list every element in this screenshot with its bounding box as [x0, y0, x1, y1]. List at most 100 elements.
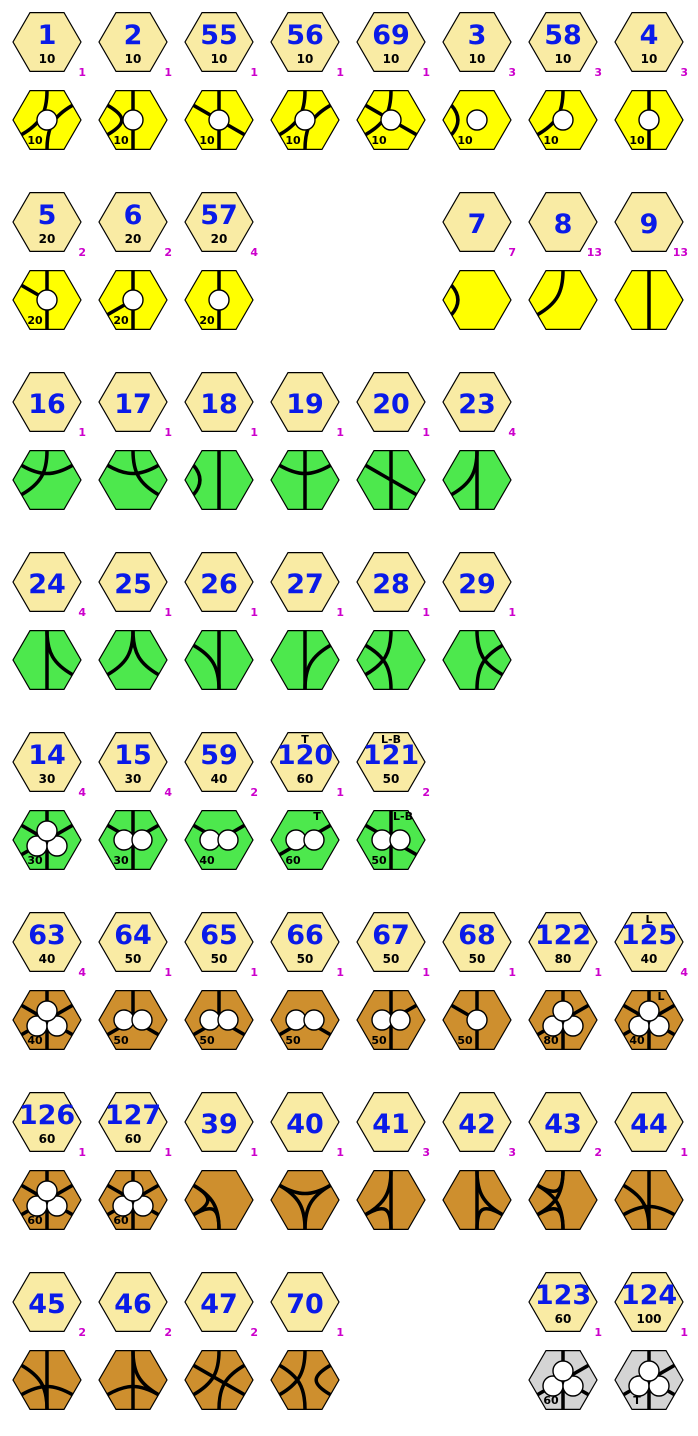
tile-card[interactable]: 423 — [442, 1091, 516, 1231]
tile-card[interactable]: 291 — [442, 551, 516, 691]
station-circle — [46, 1015, 68, 1037]
station-circle — [466, 1009, 488, 1031]
info-hex — [98, 192, 168, 252]
tile-card[interactable]: 441 — [614, 1091, 688, 1231]
tile-face-hex — [356, 629, 426, 691]
tile-card[interactable]: 281 — [356, 551, 430, 691]
station-circle — [552, 1360, 574, 1382]
tile-face-label: 10 — [371, 134, 387, 147]
tile-card[interactable]: 181 — [184, 372, 258, 510]
info-hex — [442, 372, 512, 432]
tile-card[interactable]: 462 — [98, 1271, 172, 1411]
tile-face-hex — [98, 450, 168, 510]
tile-face-hex — [270, 1169, 340, 1231]
info-hex — [98, 551, 168, 613]
tile-card[interactable]: 452 — [12, 1271, 86, 1411]
info-hex — [528, 911, 598, 973]
tile-count: 4 — [78, 966, 86, 979]
tile-card[interactable]: 701 — [270, 1271, 344, 1411]
tile-count: 2 — [78, 1326, 86, 1339]
tile-count: 2 — [78, 246, 86, 259]
tile-number: 8 — [554, 209, 573, 240]
top-label: L-B — [381, 733, 401, 746]
tile-card[interactable]: 401 — [270, 1091, 344, 1231]
tile-number: 121 — [363, 740, 419, 771]
track-segment — [192, 1363, 246, 1397]
tile-card[interactable]: 251 — [98, 551, 172, 691]
tile-card[interactable]: 472 — [184, 1271, 258, 1411]
tile-face-label: 50 — [457, 1034, 473, 1047]
track-segment — [475, 1206, 504, 1230]
station-circle — [638, 1000, 660, 1022]
tile-card[interactable]: 913 — [614, 192, 688, 330]
tile-number: 27 — [286, 569, 324, 600]
track-segment — [450, 104, 460, 136]
tile-card[interactable]: 161 — [12, 372, 86, 510]
tile-count: 1 — [336, 1326, 344, 1339]
station-circle — [208, 289, 230, 311]
tile-face-label: 30 — [113, 854, 129, 867]
info-hex — [356, 372, 426, 432]
station-circle — [217, 829, 239, 851]
tile-value: 10 — [211, 52, 228, 66]
tile-card[interactable]: 201 — [356, 372, 430, 510]
tile-card[interactable]: 171 — [98, 372, 172, 510]
station-circle — [466, 109, 488, 131]
tile-card[interactable]: 261 — [184, 551, 258, 691]
tile-card[interactable]: 413 — [356, 1091, 430, 1231]
station-circle — [36, 820, 58, 842]
tile-face-label: 10 — [285, 134, 301, 147]
tile-count: 1 — [336, 966, 344, 979]
station-circle — [648, 1375, 670, 1397]
tile-count: 1 — [594, 1326, 602, 1339]
tile-count: 2 — [164, 246, 172, 259]
tile-card[interactable]: 271 — [270, 551, 344, 691]
tile-card[interactable]: 391 — [184, 1091, 258, 1231]
tile-number: 17 — [114, 389, 152, 420]
info-hex — [270, 12, 340, 73]
tile-count: 3 — [422, 1146, 430, 1159]
tile-card[interactable]: 191 — [270, 372, 344, 510]
tile-card[interactable]: 813 — [528, 192, 602, 330]
tile-card[interactable]: 234 — [442, 372, 516, 510]
tile-card[interactable]: 432 — [528, 1091, 602, 1231]
tile-number: 126 — [19, 1100, 75, 1131]
track-segment — [131, 1350, 160, 1397]
tile-count: 1 — [422, 606, 430, 619]
tile-card[interactable]: 244 — [12, 551, 86, 691]
tile-number: 3 — [468, 20, 487, 51]
info-hex — [528, 1091, 598, 1153]
tile-card[interactable]: 77 — [442, 192, 516, 330]
tile-number: 19 — [286, 389, 324, 420]
tile-face-label: 10 — [543, 134, 559, 147]
tile-number: 66 — [286, 920, 324, 951]
